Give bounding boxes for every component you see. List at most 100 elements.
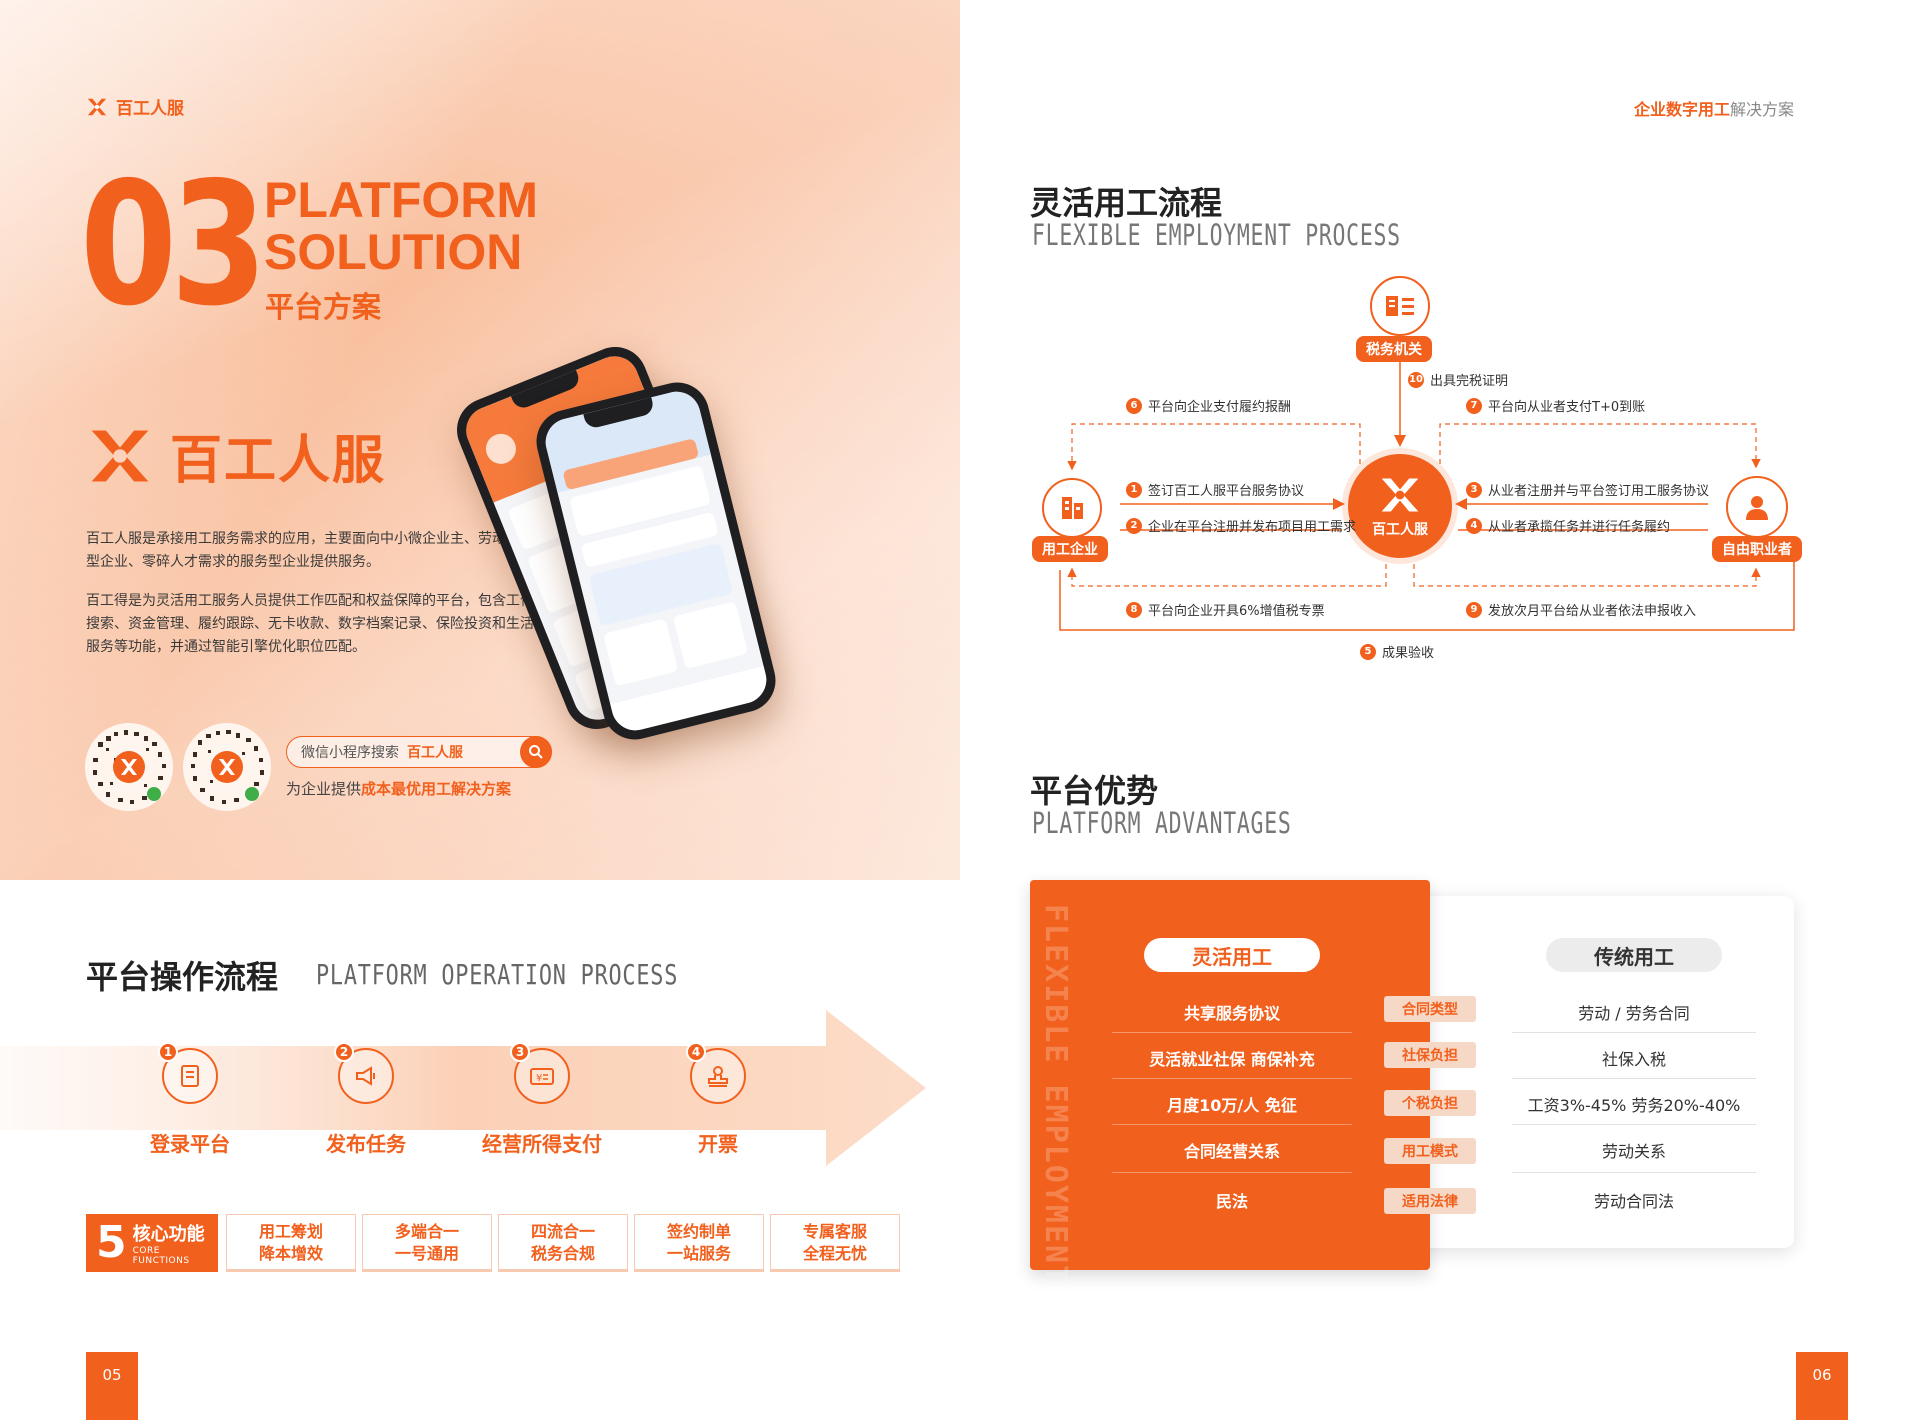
- person-icon: [1726, 476, 1788, 538]
- section-title-cn: 平台方案: [265, 290, 382, 324]
- step-number: 4: [686, 1042, 706, 1062]
- section-number: 03: [80, 146, 267, 344]
- brand-name-large: 百工人服: [170, 431, 387, 491]
- page-number: 05: [86, 1352, 138, 1420]
- divider: [1512, 1032, 1756, 1033]
- brand-mark-icon: [87, 98, 107, 115]
- left-page: 百工人服 03 PLATFORM SOLUTION 平台方案 百工人服 百工人服…: [0, 0, 960, 1420]
- process-step-4: 4 开票: [648, 1042, 788, 1157]
- page-number: 06: [1796, 1352, 1848, 1420]
- category-tag: 社保负担: [1384, 1042, 1476, 1068]
- function-line2: 全程无忧: [802, 1244, 867, 1263]
- node-enterprise: 用工企业: [1032, 536, 1108, 562]
- brand-logo-small: 百工人服: [86, 94, 184, 119]
- brand-mark-icon: [1381, 478, 1419, 512]
- trad-row-3: 工资3%-45% 劳务20%-40%: [1527, 1096, 1741, 1115]
- step-number: 1: [158, 1042, 178, 1062]
- function-line1: 签约制单: [666, 1222, 731, 1241]
- flow-title-en: FLEXIBLE EMPLOYMENT PROCESS: [1032, 218, 1401, 252]
- search-keyword: 百工人服: [407, 745, 463, 761]
- qr-code-icon: [85, 723, 173, 811]
- intro-paragraph-1: 百工人服是承接用工服务需求的应用，主要面向中小微企业主、劳动密集型企业、零碎人才…: [86, 531, 534, 570]
- divider: [1512, 1078, 1756, 1079]
- function-line2: 一站服务: [666, 1244, 731, 1263]
- megaphone-icon: 2: [334, 1042, 394, 1104]
- function-item: 多端合一 一号通用: [362, 1214, 492, 1272]
- function-line2: 降本增效: [258, 1244, 323, 1263]
- header-highlight: 企业数字用工: [1633, 100, 1730, 119]
- category-tag: 适用法律: [1384, 1188, 1476, 1214]
- divider: [1112, 1078, 1352, 1079]
- function-item: 四流合一 税务合规: [498, 1214, 628, 1272]
- advantages-title-en: PLATFORM ADVANTAGES: [1032, 806, 1292, 840]
- function-item: 签约制单 一站服务: [634, 1214, 764, 1272]
- header-rest: 解决方案: [1729, 100, 1794, 119]
- step-number: 3: [510, 1042, 530, 1062]
- brand-logo-large: 百工人服: [86, 418, 386, 493]
- flex-row-1: 共享服务协议: [1183, 1004, 1280, 1023]
- login-icon: 1: [158, 1042, 218, 1104]
- tax-bureau-icon: [1370, 276, 1430, 336]
- flexible-label: 灵活用工: [1144, 938, 1320, 972]
- core-en: CORE FUNCTIONS: [132, 1246, 190, 1266]
- function-item: 用工筹划 降本增效: [226, 1214, 356, 1272]
- category-tag: 合同类型: [1384, 996, 1476, 1022]
- divider: [1112, 1124, 1352, 1125]
- flow-title: 灵活用工流程: [1030, 184, 1223, 222]
- flex-row-5: 民法: [1215, 1192, 1248, 1211]
- flex-row-4: 合同经营关系: [1183, 1142, 1280, 1161]
- center-platform-node: 百工人服: [1348, 454, 1452, 558]
- step-number: 2: [334, 1042, 354, 1062]
- category-tag: 用工模式: [1384, 1138, 1476, 1164]
- node-freelancer: 自由职业者: [1712, 536, 1802, 562]
- function-line2: 税务合规: [530, 1244, 595, 1263]
- process-step-1: 1 登录平台: [120, 1042, 260, 1157]
- running-header: 企业数字用工解决方案: [1634, 96, 1794, 120]
- node-tax: 税务机关: [1356, 336, 1432, 362]
- divider: [1512, 1124, 1756, 1125]
- intro-paragraph-2: 百工得是为灵活用工服务人员提供工作匹配和权益保障的平台，包含工作搜索、资金管理、…: [86, 593, 534, 655]
- category-tag: 个税负担: [1384, 1090, 1476, 1116]
- trad-row-1: 劳动 / 劳务合同: [1578, 1004, 1690, 1023]
- stamp-icon: 4: [686, 1042, 746, 1104]
- trad-row-4: 劳动关系: [1601, 1142, 1666, 1161]
- function-line1: 多端合一: [394, 1222, 459, 1241]
- title-en-line2: SOLUTION: [264, 224, 523, 280]
- search-icon[interactable]: [520, 736, 552, 768]
- trad-row-5: 劳动合同法: [1593, 1192, 1674, 1211]
- function-item: 专属客服 全程无忧: [770, 1214, 900, 1272]
- flow-connectors: [1059, 358, 1795, 631]
- process-step-2: 2 发布任务: [296, 1042, 436, 1157]
- step-label: 登录平台: [150, 1132, 230, 1156]
- function-line1: 专属客服: [802, 1222, 867, 1241]
- tagline-highlight: 成本最优用工解决方案: [361, 780, 512, 798]
- flex-row-3: 月度10万/人 免征: [1167, 1096, 1297, 1115]
- tagline: 为企业提供成本最优用工解决方案: [286, 778, 511, 799]
- right-page: 企业数字用工解决方案 灵活用工流程 FLEXIBLE EMPLOYMENT PR…: [960, 0, 1920, 1420]
- center-label: 百工人服: [1372, 522, 1428, 538]
- core-cn: 核心功能: [132, 1224, 205, 1245]
- function-line2: 一号通用: [394, 1244, 459, 1263]
- search-prefix: 微信小程序搜索: [301, 745, 399, 761]
- svg-text:¥: ¥: [536, 1073, 542, 1084]
- brand-name: 百工人服: [116, 99, 184, 119]
- miniprogram-search-box[interactable]: 微信小程序搜索 百工人服: [286, 736, 552, 768]
- tagline-prefix: 为企业提供: [286, 780, 362, 798]
- process-step-3: 3 ¥ 经营所得支付: [472, 1042, 612, 1157]
- step-label: 开票: [698, 1132, 738, 1156]
- brand-mark-large-icon: [91, 430, 149, 481]
- step-label: 经营所得支付: [482, 1132, 602, 1156]
- flexible-vertical-watermark: FLEXIBLE EMPLOYMENT: [1038, 904, 1073, 1286]
- divider: [1512, 1172, 1756, 1173]
- advantages-title: 平台优势: [1030, 772, 1159, 810]
- building-icon: [1042, 478, 1102, 538]
- operation-title: 平台操作流程: [86, 958, 279, 996]
- function-line1: 用工筹划: [258, 1222, 323, 1241]
